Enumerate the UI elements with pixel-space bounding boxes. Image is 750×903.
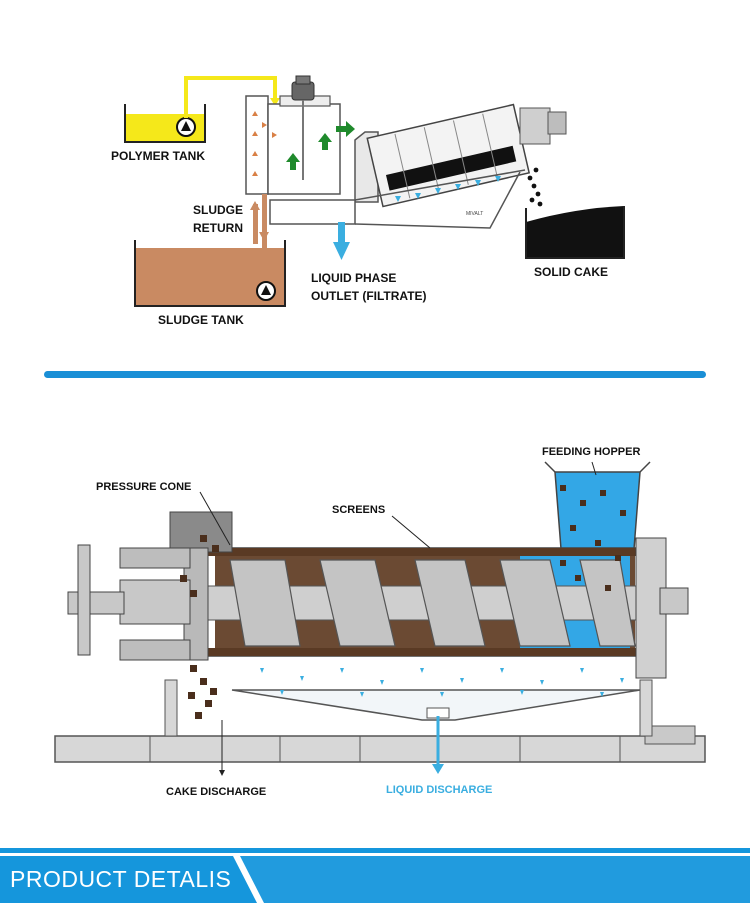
cake-discharge-particles	[180, 535, 219, 719]
screw-press: MIVALT	[269, 103, 567, 229]
feeding-hopper-label: FEEDING HOPPER	[542, 446, 640, 458]
brand-label: MIVALT	[466, 211, 483, 217]
top-diagram: MIVALT	[111, 75, 625, 327]
drive-end	[635, 537, 689, 679]
solid-cake-label: SOLID CAKE	[534, 265, 608, 279]
polymer-tank-label: POLYMER TANK	[111, 149, 205, 163]
screw-housing	[205, 485, 647, 657]
sludge-tank-label: SLUDGE TANK	[158, 313, 244, 327]
base-frame	[54, 679, 706, 763]
bottom-diagram: PRESSURE CONE SCREENS FEEDING HOPPER CAK…	[54, 446, 706, 798]
banner-title: PRODUCT DETALIS	[10, 866, 232, 892]
solid-cake-bin	[525, 206, 625, 259]
screens-label: SCREENS	[332, 504, 385, 516]
sludge-return-pipes	[250, 194, 269, 248]
motor-icon	[291, 75, 315, 101]
product-details-banner	[0, 848, 750, 903]
leader-lines	[199, 461, 597, 549]
polymer-tank	[124, 76, 280, 143]
liquid-discharge-arrow	[432, 716, 444, 774]
cake-discharge-label: CAKE DISCHARGE	[166, 786, 266, 798]
liquid-droplets	[260, 668, 624, 697]
sludge-return-label-2: RETURN	[193, 221, 243, 235]
filtrate-outlet-arrow	[333, 222, 350, 260]
liquid-outlet-label-1: LIQUID PHASE	[311, 271, 396, 285]
pressure-cone-label: PRESSURE CONE	[96, 481, 191, 493]
sludge-return-label-1: SLUDGE	[193, 203, 243, 217]
liquid-outlet-label-2: OUTLET (FILTRATE)	[311, 289, 427, 303]
sludge-tank	[134, 240, 286, 307]
liquid-discharge-label: LIQUID DISCHARGE	[386, 784, 492, 796]
liquid-trough	[231, 689, 641, 721]
mixing-tank	[245, 75, 355, 195]
pressure-cone	[67, 511, 233, 661]
section-divider	[44, 371, 706, 378]
cake-discharge-pointer	[219, 720, 225, 776]
arrow-icon	[336, 121, 355, 137]
